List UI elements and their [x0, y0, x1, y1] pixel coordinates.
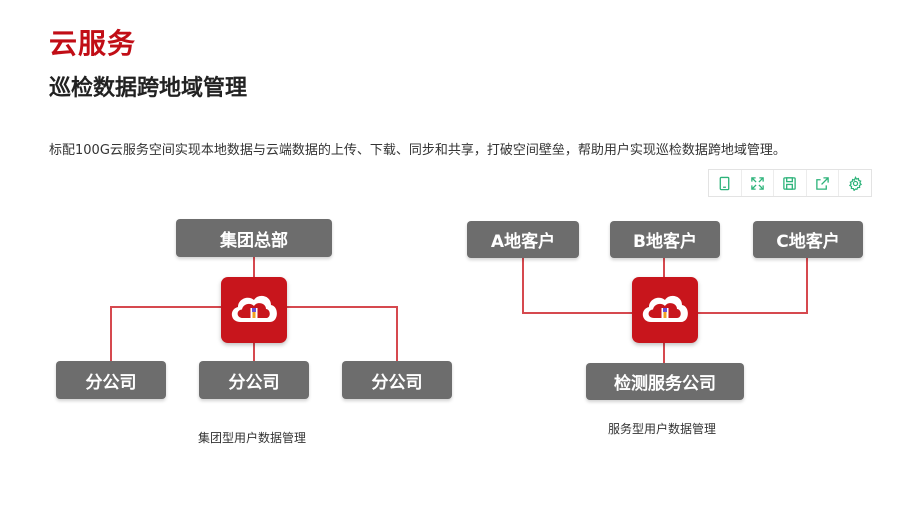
node-client-a: A地客户 [467, 221, 579, 258]
node-inspection-company: 检测服务公司 [586, 363, 744, 400]
connector-line [396, 306, 398, 362]
expand-icon [751, 176, 764, 190]
save-icon [783, 176, 797, 190]
page-title: 云服务 [49, 27, 137, 60]
node-branch: 分公司 [56, 361, 166, 399]
cloud-icon [231, 295, 277, 322]
node-group-hq: 集团总部 [176, 219, 332, 257]
node-client-b: B地客户 [610, 221, 720, 258]
page-description: 标配100G云服务空间实现本地数据与云端数据的上传、下载、同步和共享，打破空间壁… [49, 143, 786, 158]
diagram-right-caption: 服务型用户数据管理 [608, 422, 717, 436]
cloud-hub [221, 277, 287, 343]
tablet-button[interactable] [709, 170, 742, 196]
node-branch: 分公司 [342, 361, 452, 399]
settings-button[interactable] [839, 170, 871, 196]
connector-line [253, 256, 255, 278]
diagram-left-caption: 集团型用户数据管理 [198, 431, 307, 445]
cloud-icon [642, 295, 688, 322]
node-client-c: C地客户 [753, 221, 863, 258]
save-button[interactable] [774, 170, 807, 196]
connector-line [663, 342, 665, 364]
action-toolbar [708, 169, 872, 197]
connector-line [253, 342, 255, 362]
tablet-icon [719, 176, 730, 190]
fullscreen-button[interactable] [742, 170, 775, 196]
share-button[interactable] [807, 170, 840, 196]
share-icon [816, 176, 829, 190]
gear-icon [848, 175, 862, 191]
page-subtitle: 巡检数据跨地域管理 [49, 76, 248, 101]
connector-line [663, 258, 665, 280]
connector-line [806, 258, 808, 313]
cloud-hub [632, 277, 698, 343]
node-branch: 分公司 [199, 361, 309, 399]
connector-line [110, 306, 112, 362]
connector-line [522, 258, 524, 313]
